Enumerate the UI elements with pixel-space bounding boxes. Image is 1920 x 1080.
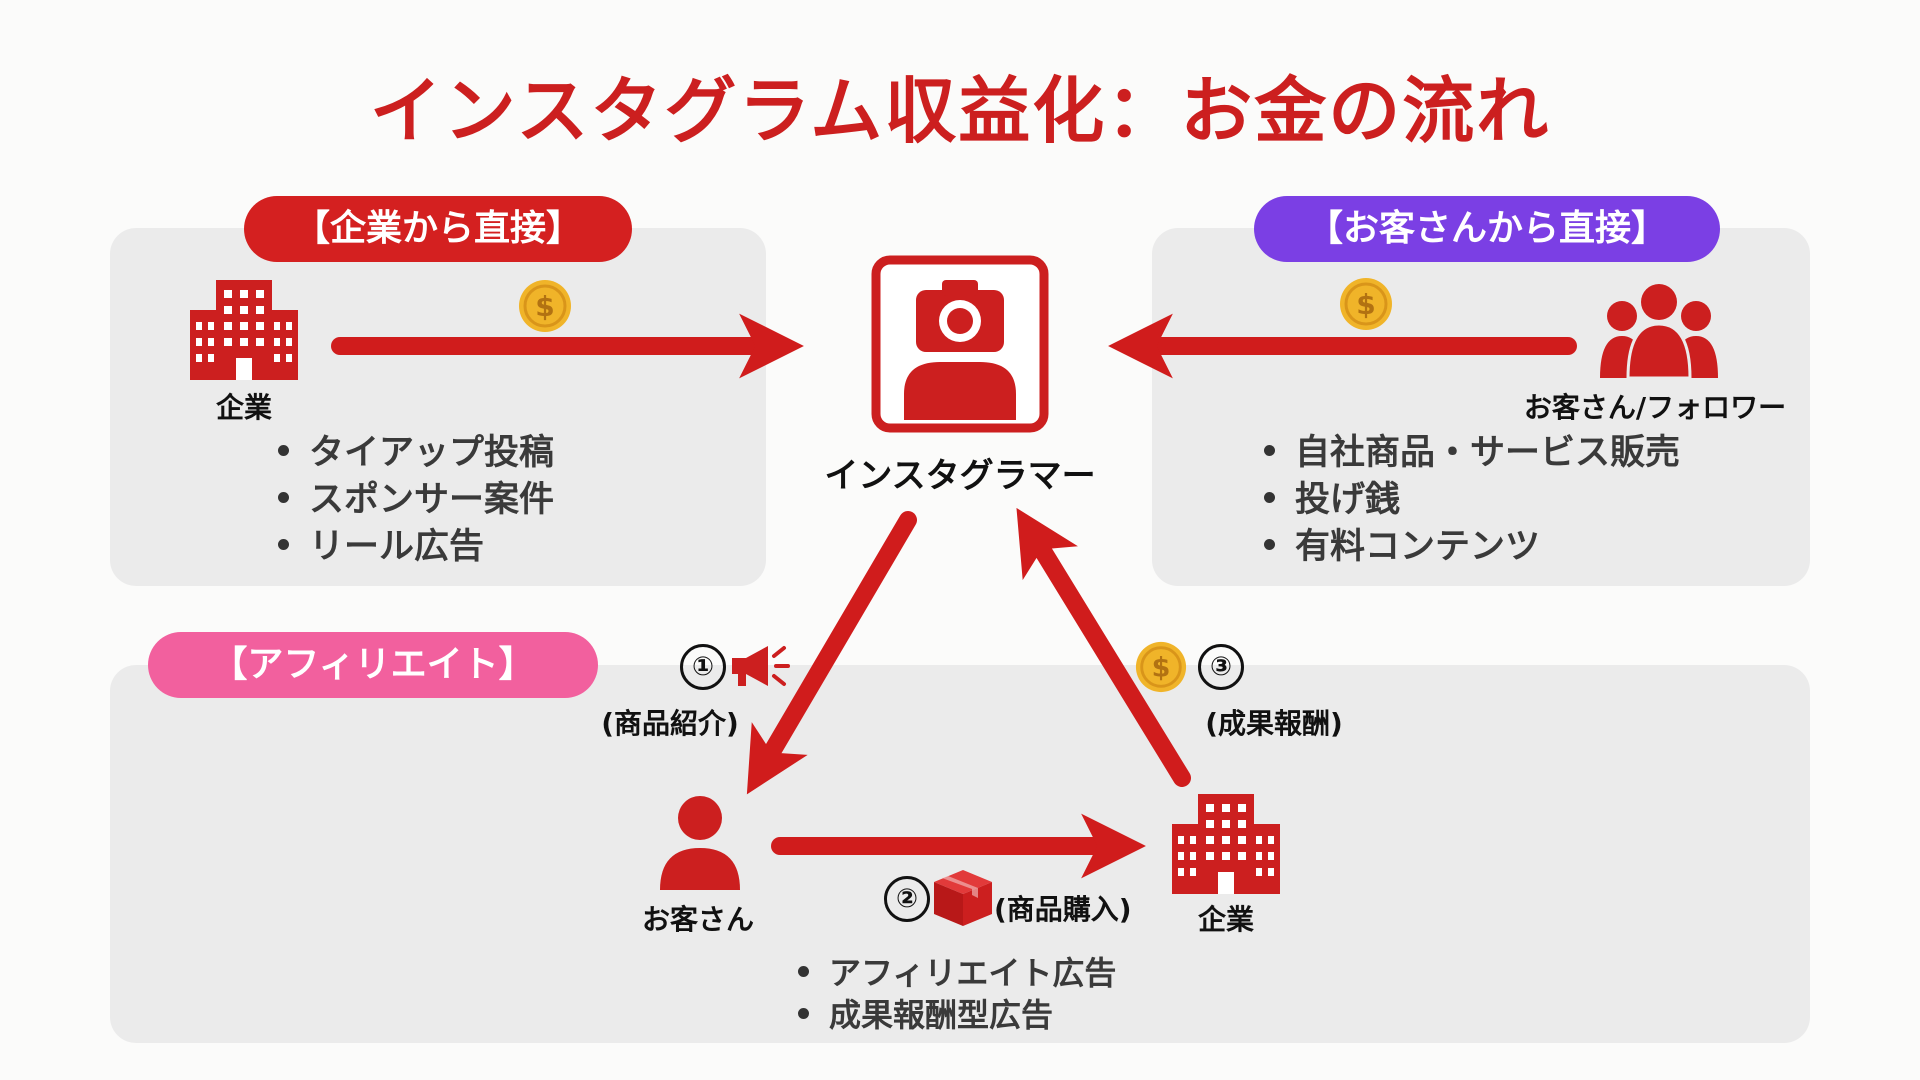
svg-text:$: $	[1152, 653, 1171, 684]
list-item: 自社商品・サービス販売	[1264, 430, 1680, 477]
affiliate-company-label: 企業	[1197, 903, 1254, 936]
instagrammer-label: インスタグラマー	[824, 456, 1096, 496]
list-item: 投げ銭	[1264, 477, 1680, 524]
list-item: 成果報酬型広告	[798, 994, 1116, 1036]
customer-direct-badge: 【お客さんから直接】	[1254, 196, 1720, 262]
customers-group-icon	[1600, 284, 1718, 378]
coin-icon: $	[1135, 641, 1187, 693]
customer-direct-list: 自社商品・サービス販売 投げ銭 有料コンテンツ	[1264, 430, 1680, 571]
step-3-label: (成果報酬)	[1205, 707, 1343, 740]
step-number-1: ①	[680, 644, 726, 690]
customer-person-icon	[660, 796, 740, 890]
list-item: タイアップ投稿	[278, 430, 554, 477]
package-box-icon	[934, 870, 992, 926]
list-item: スポンサー案件	[278, 477, 554, 524]
list-item: アフィリエイト広告	[798, 952, 1116, 994]
step-number-3: ③	[1198, 644, 1244, 690]
affiliate-list: アフィリエイト広告 成果報酬型広告	[798, 952, 1116, 1036]
step-number-2: ②	[884, 876, 930, 922]
page-title: インスタグラム収益化：お金の流れ	[369, 69, 1551, 153]
customer-label: お客さん	[641, 903, 754, 936]
company-building-icon	[190, 280, 298, 380]
company-label: 企業	[215, 391, 272, 424]
step-1-label: (商品紹介)	[601, 707, 739, 740]
arrow-instagrammer-to-customer	[746, 511, 917, 795]
company-direct-list: タイアップ投稿 スポンサー案件 リール広告	[278, 430, 554, 571]
arrow-company-to-instagrammer-reward	[1016, 507, 1191, 787]
svg-text:$: $	[1356, 288, 1375, 321]
coin-icon: $	[1340, 278, 1392, 330]
list-item: 有料コンテンツ	[1264, 524, 1680, 571]
svg-text:$: $	[535, 290, 554, 323]
customer-follower-label: お客さん/フォロワー	[1523, 391, 1787, 424]
instagrammer-camera-icon	[871, 255, 1049, 433]
megaphone-icon	[732, 646, 790, 686]
affiliate-badge: 【アフィリエイト】	[148, 632, 598, 698]
list-item: リール広告	[278, 524, 554, 571]
coin-icon: $	[519, 280, 571, 332]
step-2-label: (商品購入)	[994, 893, 1132, 926]
company-building-icon	[1172, 794, 1280, 894]
company-direct-badge: 【企業から直接】	[244, 196, 632, 262]
